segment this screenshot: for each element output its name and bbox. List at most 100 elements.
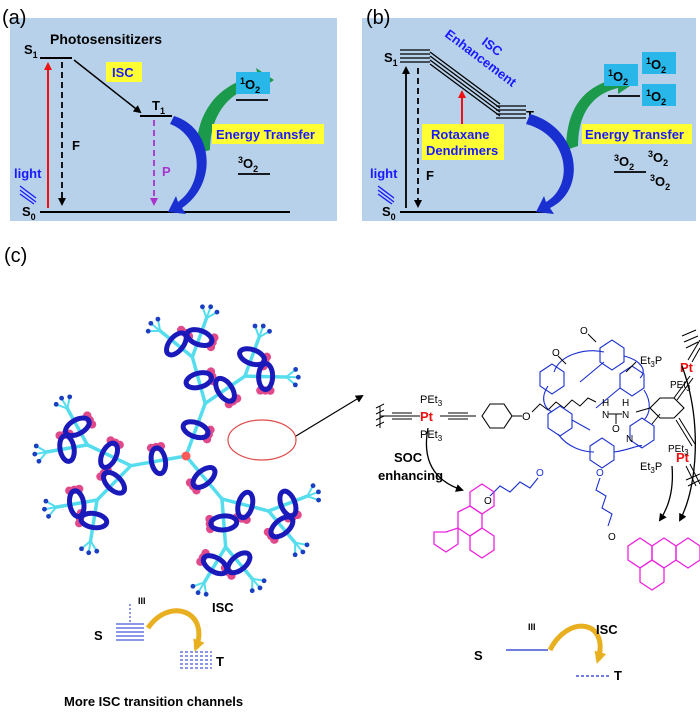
soc-arrow-left (425, 427, 464, 492)
nh-label-2: H (622, 398, 629, 409)
macrocycle-ring (98, 440, 121, 470)
macrocycle-ring (190, 465, 218, 490)
dendrimer-terminal-atom (145, 328, 151, 334)
dendrimer-terminal-atom (203, 591, 209, 597)
panel-a-label: (a) (2, 7, 26, 29)
dendrimer-terminal-atom (249, 588, 255, 594)
dendrimer-terminal-atom (46, 513, 51, 519)
panel-a-isc-arrow (73, 59, 142, 114)
dendrimer-bond (158, 329, 195, 359)
panel-b-triplet-o2-label-2: 3O2 (648, 149, 668, 168)
et3p-top: Et3P (640, 355, 662, 369)
schema-right-s: S (474, 648, 483, 663)
panel-a-s1-label: S1 (24, 42, 38, 60)
panel-b-singlet-o2-label-3: 1O2 (646, 88, 666, 107)
panel-b-energy-transfer-green-arrow (566, 70, 636, 150)
schema-left-iii: III (138, 596, 146, 606)
oxygen-urea: O (612, 424, 620, 435)
dendrimer-terminal-atom (214, 309, 220, 315)
dendrimer-terminal-atom (94, 548, 100, 554)
panel-b-s1-levels (400, 49, 430, 63)
alkyl-chain (531, 397, 597, 413)
panel-b-f-label: F (426, 168, 434, 183)
panel-a-t1-label: T1 (152, 98, 165, 116)
panel-a-f-label: F (72, 138, 80, 153)
schema-left-s: S (94, 628, 103, 643)
schema-left-isc-arrow (145, 608, 205, 652)
schema-right: S III ISC T (474, 622, 622, 683)
highlight-circle (227, 419, 297, 461)
panel-a-isc-box (106, 62, 142, 82)
dendrimer-terminal-atom (42, 506, 47, 512)
dendrimer-terminal-atom (292, 552, 298, 558)
panel-b-singlet-o2-label-1: 1O2 (608, 68, 628, 87)
macrocycle-ring (256, 361, 276, 393)
panel-a-p-label: P (162, 164, 171, 179)
nh-label-1: H (602, 398, 609, 409)
dendrimer-terminal-atom (292, 382, 298, 388)
dendrimer-bond (129, 454, 188, 468)
pt-right-bottom: Pt (676, 450, 690, 465)
schema-left-t: T (216, 654, 224, 669)
panel-a-light-label: light (14, 166, 42, 181)
panel-a: (a) Photosensitizers S1 S0 T1 F ISC P li… (2, 7, 337, 222)
schema-right-isc-label: ISC (596, 622, 618, 637)
macrocycle-ring (235, 489, 256, 521)
macrocycle-ring (268, 514, 296, 540)
panel-a-s0-label: S0 (22, 204, 36, 222)
n-label-1: N (602, 410, 609, 421)
dendrimer-terminal-atom (32, 451, 38, 457)
alkoxy-chain-left (489, 477, 539, 497)
panel-a-singlet-o2-label: 1O2 (240, 76, 260, 95)
dendrimer-bond (190, 316, 209, 359)
dendrimer-terminal-atom (43, 498, 49, 504)
benzene-ring-left (481, 403, 513, 429)
panel-a-singlet-o2-box (236, 72, 270, 94)
oxygen-chain-right: O (596, 468, 604, 479)
panel-c-label: (c) (4, 245, 27, 267)
schema-right-t: T (614, 668, 622, 683)
panel-b-singlet-o2-box-2 (642, 52, 676, 74)
et3p-bottom: Et3P (640, 461, 662, 475)
panel-a-energy-transfer-box (212, 124, 324, 144)
soc-arrow-right-2 (658, 465, 674, 522)
macrocycle-ring (78, 510, 110, 531)
dendrimer-structure (32, 304, 321, 597)
dendrimer-terminal-atom (316, 497, 321, 503)
panel-b-energy-transfer-blue-arrow (526, 114, 574, 214)
panel-b-triplet-o2-label-3: 3O2 (650, 173, 670, 192)
dendrimer-bond (190, 355, 207, 406)
soc-arrow-right (679, 365, 696, 522)
dendrimer-terminal-atom (252, 323, 258, 329)
dendrimer-terminal-atom (86, 550, 92, 556)
dendrimer-terminal-atom (295, 374, 301, 380)
macrocycle-ring (148, 445, 169, 477)
panel-b-t1-levels (496, 105, 526, 119)
panel-b-rotaxane-line2: Dendrimers (426, 143, 498, 158)
panel-b-singlet-o2-box-1 (604, 64, 638, 86)
dendrimer-terminal-atom (257, 585, 263, 591)
n-label-3: N (626, 434, 633, 445)
dendrimer-terminal-atom (260, 323, 266, 329)
dendrimer-terminal-atom (200, 304, 205, 310)
dendrimer-terminal-atom (208, 304, 214, 310)
dendrimer-bond (202, 545, 228, 585)
panel-a-energy-transfer-label: Energy Transfer (216, 127, 315, 142)
pt-left-label: Pt (420, 409, 434, 424)
panel-b-s1-label: S1 (384, 50, 398, 68)
dendrimer-bond (220, 497, 271, 513)
dendrimer-terminal-atom (310, 483, 316, 489)
panel-b-singlet-o2-box-3 (642, 84, 676, 106)
macrocycle-ring (101, 469, 127, 496)
pet3-bottom-left: PEt3 (420, 429, 443, 443)
macrocycle-ring (277, 488, 299, 519)
panel-a-isc-label: ISC (112, 65, 134, 80)
panel-a-triplet-o2-label: 3O2 (238, 155, 258, 174)
soc-label-line1: SOC (394, 450, 423, 465)
dendrimer-bond (220, 497, 228, 549)
dendrimer-terminal-atom (267, 328, 272, 334)
pet3-top-left: PEt3 (420, 394, 443, 408)
dendrimer-terminal-atom (79, 546, 84, 552)
dendrimer-bond (243, 335, 261, 378)
